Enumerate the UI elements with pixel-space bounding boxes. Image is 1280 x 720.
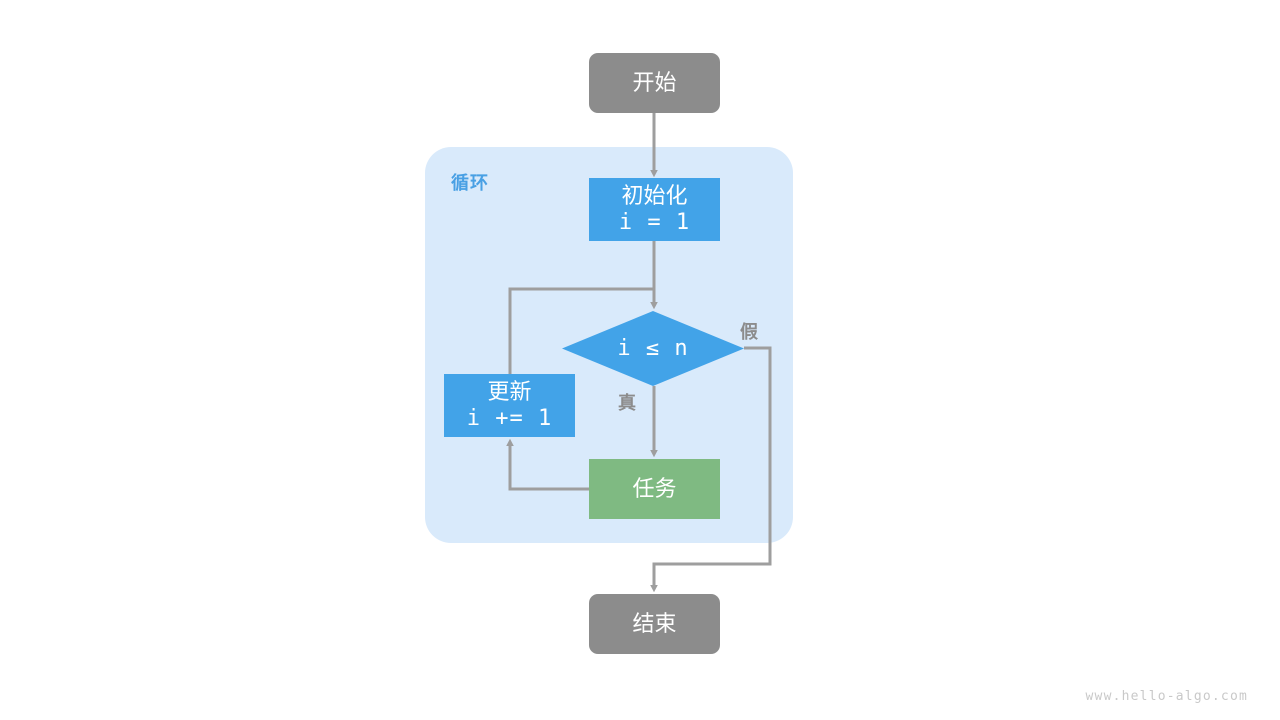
node-task-label: 任务	[632, 475, 677, 501]
node-init[interactable]: 初始化 i = 1	[589, 178, 720, 241]
node-init-label: 初始化	[621, 182, 688, 208]
edge-label-false: 假	[740, 322, 759, 342]
diamond-shape	[562, 311, 744, 386]
edge-update-to-decision	[508, 287, 654, 374]
node-end[interactable]: 结束	[589, 594, 720, 654]
edge-label-true: 真	[618, 393, 637, 413]
loop-container-label: 循环	[451, 173, 489, 193]
node-decision-label: i ≤ n	[617, 336, 689, 361]
node-task[interactable]: 任务	[589, 459, 720, 519]
edge-decision-to-end	[650, 346, 772, 593]
node-end-label: 结束	[632, 610, 677, 636]
edge-task-to-update	[506, 438, 589, 491]
node-update-expression: i += 1	[466, 405, 553, 431]
node-decision[interactable]: i ≤ n	[562, 311, 744, 386]
node-init-expression: i = 1	[618, 209, 691, 235]
node-start-label: 开始	[632, 69, 677, 95]
node-update[interactable]: 更新 i += 1	[444, 374, 575, 437]
node-start[interactable]: 开始	[589, 53, 720, 113]
node-update-label: 更新	[487, 378, 532, 404]
watermark: www.hello-algo.com	[1085, 689, 1248, 704]
